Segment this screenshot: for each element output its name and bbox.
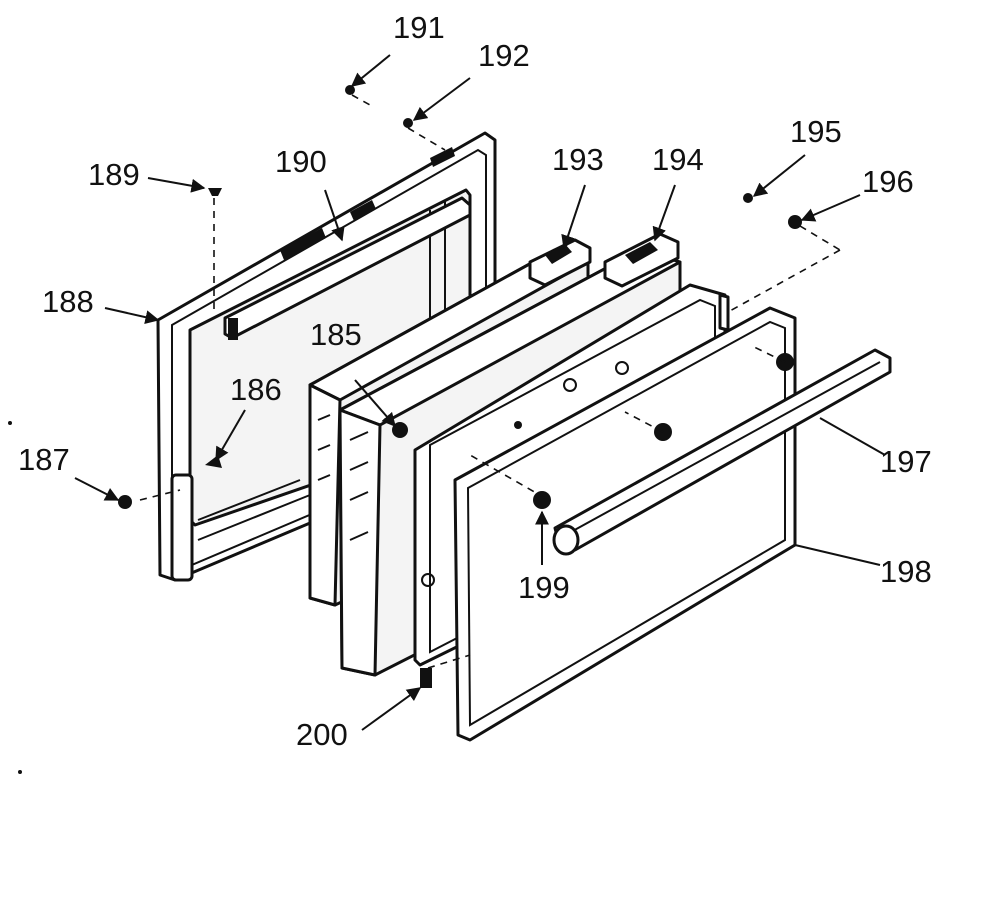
callout-195: 195: [790, 114, 842, 149]
part-200-clip: [420, 668, 432, 688]
leader-200: [361, 687, 422, 731]
leader-arrows: [74, 54, 886, 731]
part-195-screw: [743, 193, 753, 203]
callout-200: 200: [296, 717, 348, 752]
callout-191: 191: [393, 10, 445, 45]
callout-188: 188: [42, 284, 94, 319]
assembly-lines: [139, 94, 841, 669]
leader-189: [147, 177, 206, 193]
leader-197: [819, 417, 886, 456]
leader-194: [652, 184, 676, 242]
leader-186: [215, 409, 246, 462]
callout-189: 189: [88, 157, 140, 192]
leader-198: [794, 544, 881, 566]
leader-191: [350, 54, 391, 87]
part-192-screw: [403, 118, 413, 128]
leader-193: [561, 184, 586, 250]
leader-187: [74, 477, 120, 501]
callout-193: 193: [552, 142, 604, 177]
callout-190: 190: [275, 144, 327, 179]
callout-192: 192: [478, 38, 530, 73]
leader-190: [324, 189, 345, 242]
leader-192: [412, 77, 471, 121]
leader-185: [354, 379, 396, 428]
part-190-top-rail: [223, 147, 472, 340]
callout-186: 186: [230, 372, 282, 407]
leader-196: [800, 194, 861, 222]
callout-197: 197: [880, 444, 932, 479]
part-191-screw: [345, 85, 355, 95]
callout-labels: 191 192 189 190 193 194 195 196 188 185 …: [18, 10, 932, 752]
part-196-nut: [788, 215, 802, 229]
callout-194: 194: [652, 142, 704, 177]
part-187-nut: [118, 495, 132, 509]
part-189-screw: [208, 188, 222, 196]
leader-195: [752, 154, 806, 197]
callout-196: 196: [862, 164, 914, 199]
callout-199: 199: [518, 570, 570, 605]
callout-198: 198: [880, 554, 932, 589]
part-197-door-handle: [552, 348, 892, 556]
callout-185: 185: [310, 317, 362, 352]
hardware-fasteners: [8, 85, 802, 774]
callout-187: 187: [18, 442, 70, 477]
leader-188: [104, 307, 160, 325]
